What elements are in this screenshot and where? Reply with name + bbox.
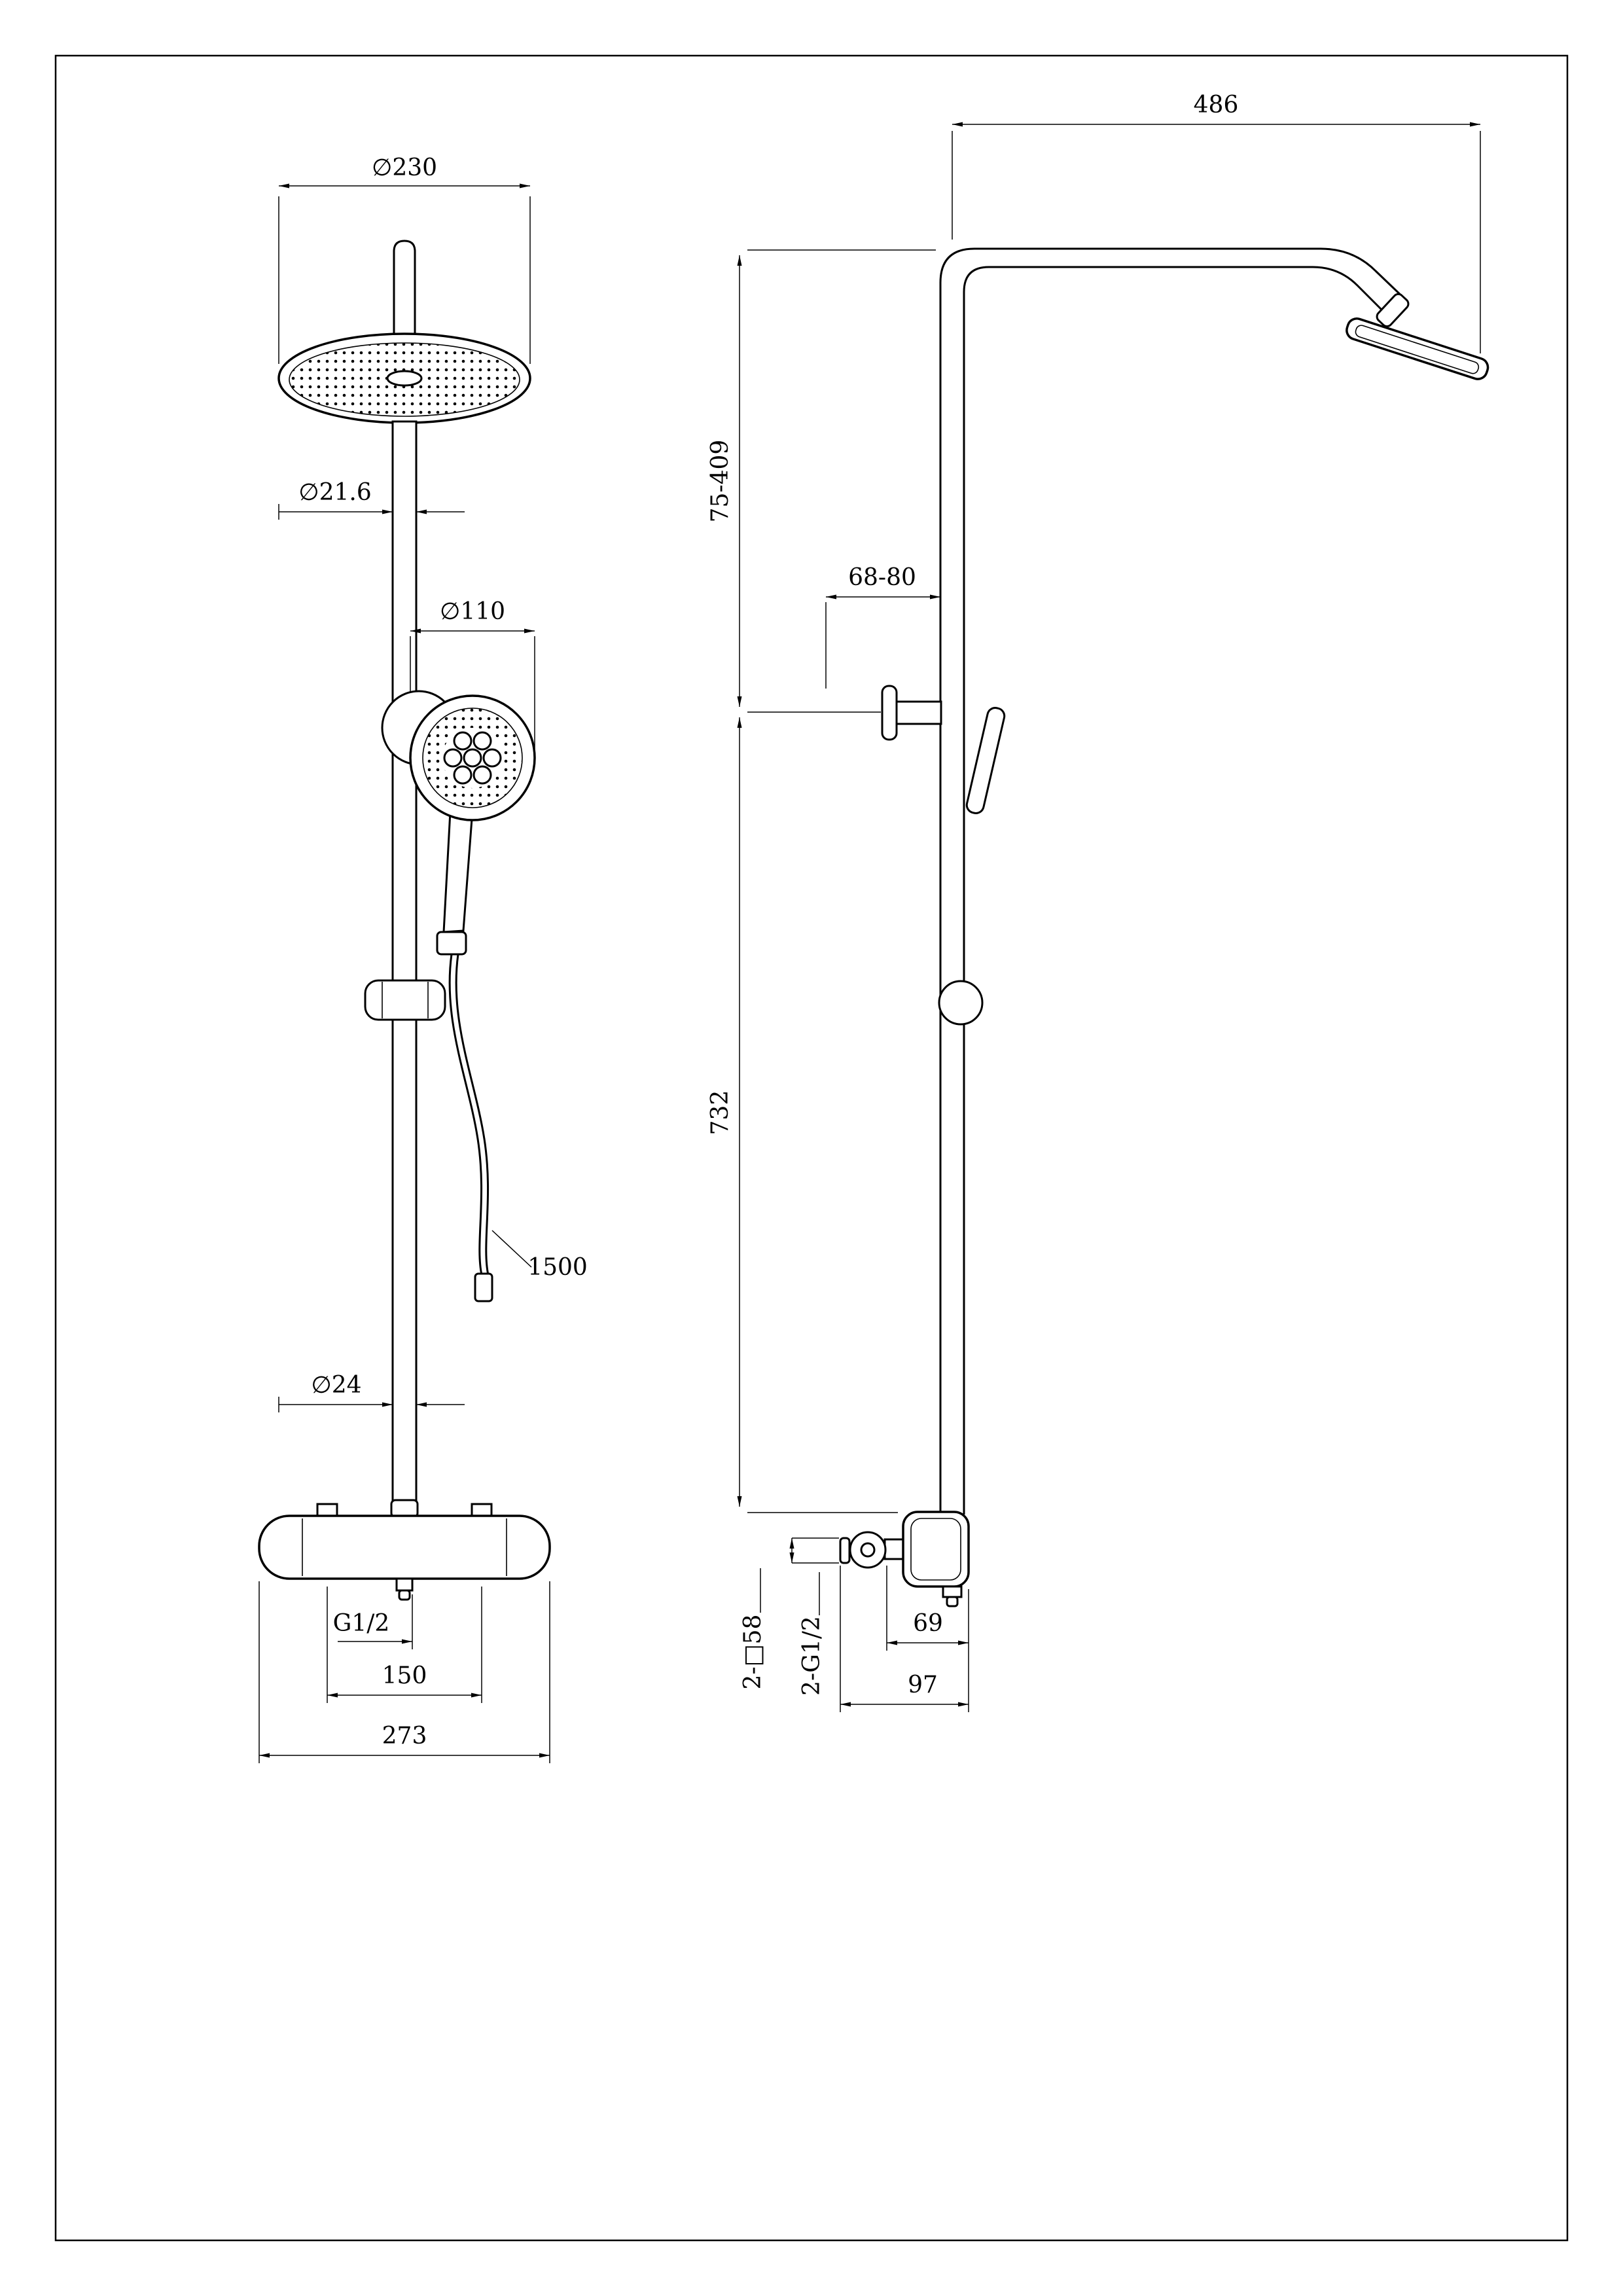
hose-outlet-nipple (398, 1589, 411, 1601)
handshower-holder-side (965, 707, 1006, 814)
dim-wall-flange-square: 2-□58 (740, 1537, 839, 1690)
dim-lower-pipe-diameter: ∅24 (278, 1372, 465, 1412)
dim-handshower-diameter: ∅110 (410, 598, 535, 749)
dim-label-handshower-diameter: ∅110 (440, 598, 505, 625)
dim-wall-inlet-thread: 2-G1/2 (798, 1572, 825, 1696)
thermostatic-valve-front (258, 1499, 551, 1601)
valve-handle-knob (849, 1531, 887, 1569)
head-connector (1376, 293, 1410, 328)
dim-bracket-projection: 68-80 (825, 564, 940, 689)
dim-valve-width: 273 (259, 1581, 550, 1763)
dim-arm-reach: 486 (952, 92, 1481, 353)
wall-bracket-side (881, 685, 942, 741)
overhead-shower-slab (1346, 317, 1489, 380)
overhead-shower-cap (386, 370, 423, 387)
dim-label-outlet-thread: G1/2 (333, 1610, 390, 1637)
riser-pipe (391, 420, 418, 1520)
hose-nut (436, 931, 467, 956)
wall-union-cap (839, 1537, 851, 1564)
front-view: ∅230 ∅21.6 ∅110 (258, 154, 588, 1763)
dim-valve-total-depth: 97 (840, 1566, 969, 1712)
inlet-union-left (316, 1503, 338, 1517)
dim-label-wall-flange-square: 2-□58 (740, 1615, 766, 1690)
dim-inlet-spacing: 150 (327, 1587, 482, 1703)
pipe-collar (390, 1499, 419, 1518)
riser-and-arm-side (939, 247, 1407, 1515)
dim-valve-body-depth: 69 (886, 1566, 969, 1712)
dim-label-valve-width: 273 (382, 1723, 427, 1749)
hose-outlet (395, 1577, 414, 1592)
valve-body-side (902, 1511, 970, 1588)
shower-arm-stub (393, 240, 416, 348)
valve-outlet-nipple-side (946, 1596, 959, 1607)
inlet-union-right (471, 1503, 493, 1517)
hand-shower (381, 690, 536, 956)
drawing-border (54, 54, 1569, 2242)
dim-label-bracket-projection: 68-80 (848, 564, 916, 591)
slider-clamp (364, 979, 446, 1021)
hand-shower-center (442, 728, 503, 788)
dim-label-hose-length: 1500 (527, 1254, 588, 1281)
valve-outlet-side (942, 1585, 963, 1598)
dim-label-head-diameter: ∅230 (372, 154, 437, 181)
overhead-shower (277, 240, 531, 424)
bracket-shaft (895, 700, 942, 725)
dim-label-lower-pipe-diameter: ∅24 (311, 1372, 361, 1399)
dim-label-valve-body-depth: 69 (913, 1610, 943, 1637)
dim-outlet-thread: G1/2 (333, 1594, 413, 1649)
bracket-flange (881, 685, 898, 741)
dim-head-diameter: ∅230 (278, 154, 531, 364)
hose-end-fitting (474, 1272, 493, 1302)
dim-label-pipe-diameter: ∅21.6 (298, 479, 372, 506)
dim-rail-length: 732 (707, 717, 898, 1513)
dim-label-head-height-range: 75-409 (707, 440, 734, 523)
dim-label-wall-inlet-thread: 2-G1/2 (798, 1616, 825, 1696)
dim-hose-length: 1500 (491, 1230, 588, 1281)
dim-label-rail-length: 732 (707, 1090, 734, 1136)
thermostatic-valve-side (839, 1511, 970, 1607)
shower-hose (448, 954, 493, 1302)
handle-stem (883, 1538, 906, 1560)
overhead-shower-side (1346, 293, 1489, 380)
slider-ring-side (938, 980, 984, 1026)
dim-pipe-diameter: ∅21.6 (278, 479, 465, 520)
side-view: 486 75-409 68-80 (707, 92, 1489, 1712)
dim-label-valve-total-depth: 97 (908, 1672, 938, 1698)
dim-label-inlet-spacing: 150 (382, 1662, 427, 1689)
dim-head-height-range: 75-409 (707, 249, 936, 713)
dim-label-arm-reach: 486 (1194, 92, 1239, 118)
